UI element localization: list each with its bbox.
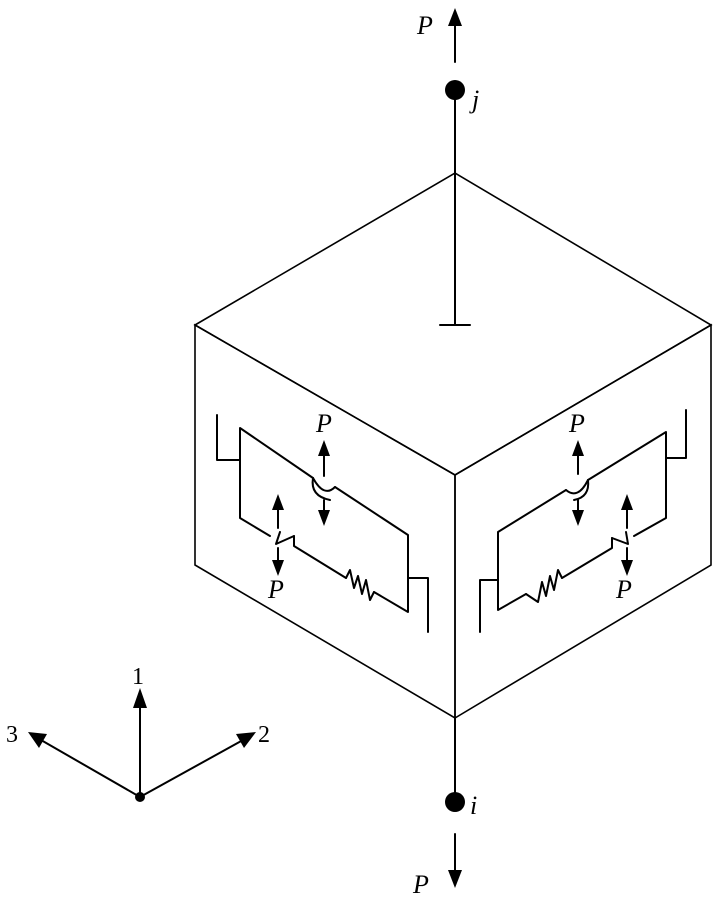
- bottom-force-arrow: [448, 833, 462, 888]
- node-j: [445, 80, 465, 100]
- element-axis: [439, 91, 471, 801]
- cube: [193, 172, 713, 720]
- coordinate-axes: [28, 688, 256, 802]
- axis-3-arrowhead: [28, 732, 47, 748]
- axis-2-line: [139, 739, 244, 798]
- bottom-force-label: P: [412, 870, 429, 899]
- right-spring: [525, 569, 563, 603]
- axis-3-label: 3: [6, 722, 18, 748]
- node-i: [445, 792, 465, 812]
- top-force-label: P: [416, 11, 433, 40]
- left-face-mechanism: [216, 414, 429, 633]
- node-i-label: i: [470, 791, 477, 820]
- top-force-arrow: [448, 8, 462, 63]
- axis-1-arrowhead: [133, 688, 147, 708]
- axis-1-label: 1: [132, 664, 144, 690]
- bottom-arrowhead: [448, 870, 462, 888]
- right-lower-force-label: P: [615, 575, 632, 604]
- right-face-mechanism: [479, 409, 687, 633]
- cube-right-face: [454, 323, 712, 720]
- left-spring: [345, 569, 375, 601]
- axis-2-arrowhead: [236, 732, 256, 748]
- left-upper-force-label: P: [315, 409, 332, 438]
- right-upper-force-label: P: [568, 409, 585, 438]
- axis-3-line: [40, 739, 141, 798]
- axis-2-label: 2: [258, 722, 270, 748]
- left-lower-force-label: P: [267, 575, 284, 604]
- top-arrowhead: [448, 8, 462, 26]
- node-j-label: j: [469, 85, 479, 114]
